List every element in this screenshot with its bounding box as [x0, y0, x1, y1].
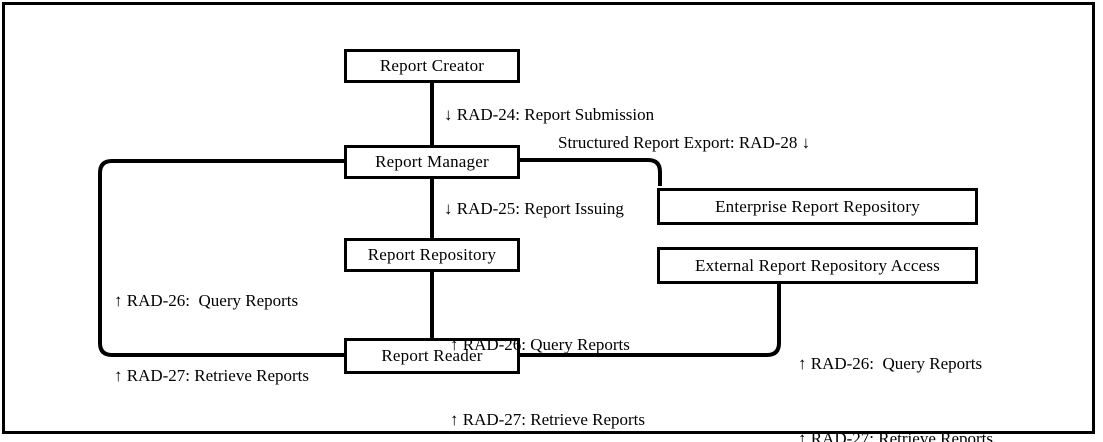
connector-manager-to-reader-bracket — [98, 159, 344, 357]
edge-label-reader-to-repository-line2: ↑ RAD-27: Retrieve Reports — [450, 410, 645, 429]
edge-label-manager-to-enterprise: Structured Report Export: RAD-28 ↓ — [558, 133, 811, 152]
edge-label-reader-to-external-line2: ↑ RAD-27: Retrieve Reports — [798, 429, 993, 442]
connector-external-to-reader — [520, 283, 781, 357]
edge-label-reader-to-external-line1: ↑ RAD-26: Query Reports — [798, 354, 983, 373]
edge-label-reader-to-manager: ↑ RAD-26: Query Reports ↑ RAD-27: Retrie… — [114, 238, 309, 438]
node-report-repository-label: Report Repository — [367, 245, 497, 264]
node-external-report-repository-access-label: External Report Repository Access — [694, 255, 940, 275]
node-report-reader[interactable]: Report Reader — [344, 338, 520, 374]
node-report-creator-label: Report Creator — [379, 56, 485, 75]
node-external-report-repository-access[interactable]: External Report Repository Access — [657, 247, 978, 284]
edge-label-creator-to-manager: ↓ RAD-24: Report Submission — [444, 105, 655, 124]
edge-label-reader-to-manager-line2: ↑ RAD-27: Retrieve Reports — [114, 366, 309, 385]
edge-label-reader-to-repository: ↑ RAD-26: Query Reports ↑ RAD-27: Retrie… — [450, 282, 645, 442]
node-report-manager-label: Report Manager — [375, 152, 489, 171]
node-enterprise-report-repository[interactable]: Enterprise Report Repository — [657, 188, 978, 225]
edge-label-reader-to-repository-line1: ↑ RAD-26: Query Reports — [450, 335, 630, 354]
node-report-reader-label: Report Reader — [381, 346, 483, 365]
node-report-creator[interactable]: Report Creator — [344, 49, 520, 83]
node-report-repository[interactable]: Report Repository — [344, 238, 520, 272]
connector-manager-to-enterprise — [520, 158, 662, 186]
edge-label-manager-to-repository: ↓ RAD-25: Report Issuing — [444, 199, 624, 218]
node-enterprise-report-repository-label: Enterprise Report Repository — [715, 196, 920, 216]
edge-label-reader-to-external: ↑ RAD-26: Query Reports ↑ RAD-27: Retrie… — [798, 301, 993, 442]
edge-label-reader-to-manager-line1: ↑ RAD-26: Query Reports — [114, 291, 299, 310]
node-report-manager[interactable]: Report Manager — [344, 145, 520, 179]
